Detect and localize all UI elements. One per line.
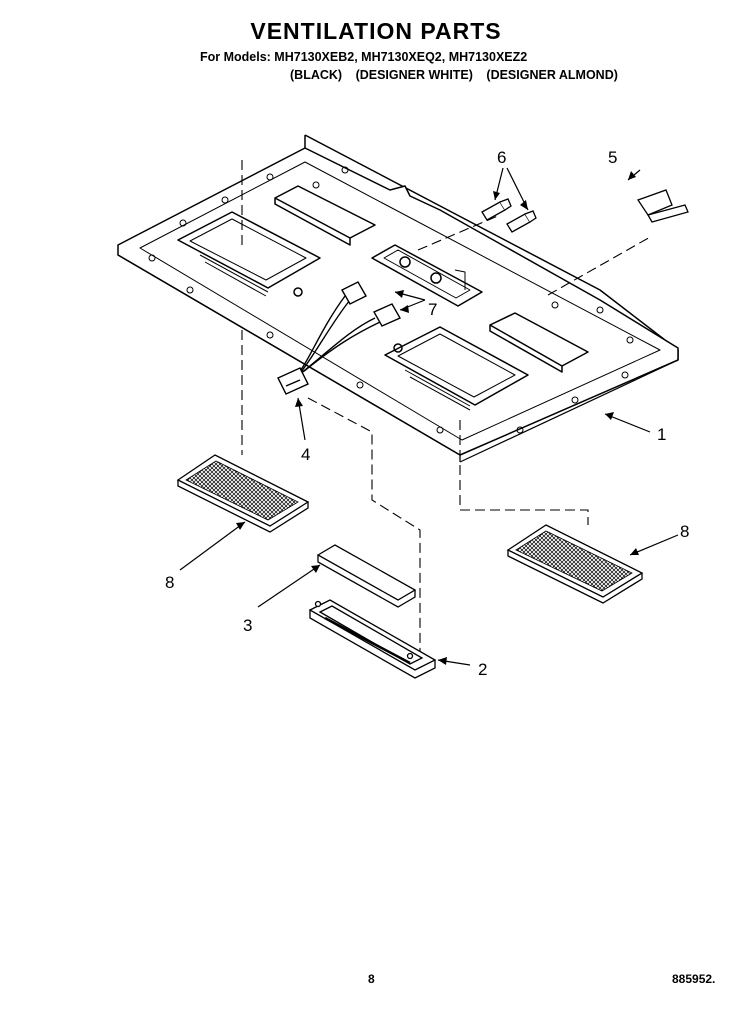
callout-1: 1 xyxy=(657,425,666,444)
filter-right xyxy=(506,524,644,604)
color-list: (BLACK) (DESIGNER WHITE) (DESIGNER ALMON… xyxy=(290,68,628,82)
callout-5: 5 xyxy=(608,148,617,167)
color-black: (BLACK) xyxy=(290,68,343,82)
callout-6: 6 xyxy=(497,148,506,167)
callout-4: 4 xyxy=(301,445,310,464)
alignment-lines xyxy=(241,160,653,655)
ventilation-panel xyxy=(117,134,679,463)
page-number: 8 xyxy=(368,972,375,986)
callout-8-left: 8 xyxy=(165,573,174,592)
page-title: VENTILATION PARTS xyxy=(250,18,502,44)
lamp-cover xyxy=(308,599,437,679)
lens xyxy=(316,544,417,608)
arrowheads xyxy=(236,171,639,665)
callout-8-right: 8 xyxy=(680,522,689,541)
color-designer-almond: (DESIGNER ALMOND) xyxy=(486,68,618,82)
callout-3: 3 xyxy=(243,616,252,635)
document-number: 885952. xyxy=(672,972,716,986)
color-designer-white: (DESIGNER WHITE) xyxy=(355,68,473,82)
model-list: For Models: MH7130XEB2, MH7130XEQ2, MH71… xyxy=(200,50,528,64)
wire-harness xyxy=(277,281,401,395)
clip-part xyxy=(636,189,689,223)
filter-left xyxy=(176,454,310,533)
callout-7: 7 xyxy=(428,300,437,319)
callout-2: 2 xyxy=(478,660,487,679)
bulbs xyxy=(481,198,537,233)
